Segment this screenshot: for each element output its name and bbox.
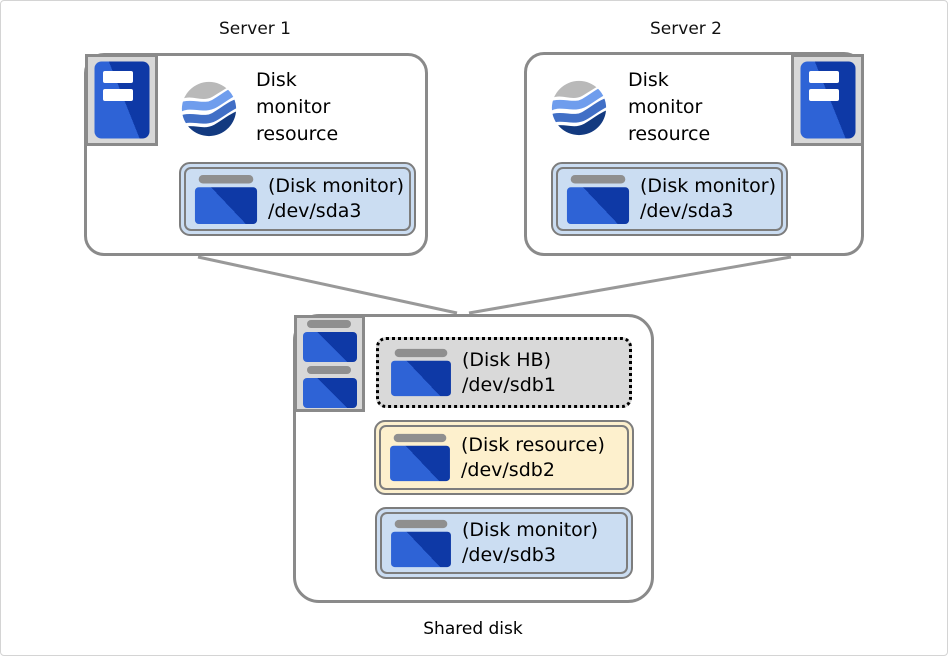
disk-partition-icon <box>391 348 451 397</box>
server1-disk-monitor-text: (Disk monitor) /dev/sda3 <box>268 174 404 224</box>
server1-title: Server 1 <box>219 19 291 39</box>
disk-hb-text: (Disk HB) /dev/sdb1 <box>462 348 556 398</box>
server2-title: Server 2 <box>650 19 722 39</box>
device-path: /dev/sda3 <box>268 200 362 222</box>
disk-partition-icon <box>194 174 258 224</box>
resource-type: (Disk monitor) <box>462 519 599 541</box>
resource-type: (Disk HB) <box>462 348 551 371</box>
resource-type: (Disk monitor) <box>268 175 405 197</box>
device-path: /dev/sda3 <box>640 200 734 222</box>
server1-disk-monitor-box: (Disk monitor) /dev/sda3 <box>179 162 416 236</box>
shared-disk-icon <box>302 319 357 408</box>
resource-type: (Disk resource) <box>461 433 605 456</box>
disk-resource-box: (Disk resource) /dev/sdb2 <box>374 420 634 495</box>
disk-resource-text: (Disk resource) /dev/sdb2 <box>461 433 605 483</box>
shared-disk-label: Shared disk <box>423 619 523 639</box>
server1-tower-container <box>85 54 158 146</box>
device-path: /dev/sdb1 <box>462 373 556 396</box>
server2-tower-container <box>791 54 864 146</box>
disk-hb-box: (Disk HB) /dev/sdb1 <box>376 337 632 408</box>
server-tower-icon <box>800 61 855 139</box>
disk-monitor-resource-icon <box>181 81 237 141</box>
resource-type: (Disk monitor) <box>640 175 777 197</box>
shared-disk-monitor-box: (Disk monitor) /dev/sdb3 <box>375 507 633 579</box>
server2-disk-monitor-text: (Disk monitor) /dev/sda3 <box>640 174 776 224</box>
server2-resource-label: Disk monitor resource <box>628 69 711 145</box>
disk-monitor-resource-icon <box>551 80 607 140</box>
disk-partition-icon <box>391 519 451 567</box>
server2-disk-monitor-box: (Disk monitor) /dev/sda3 <box>551 162 788 236</box>
shared-disk-icon-container <box>294 315 365 412</box>
device-path: /dev/sdb2 <box>461 458 555 481</box>
disk-partition-icon <box>566 174 630 224</box>
device-path: /dev/sdb3 <box>462 544 556 566</box>
server-tower-icon <box>94 61 149 139</box>
server1-resource-label: Disk monitor resource <box>256 69 339 145</box>
disk-partition-icon <box>390 433 450 482</box>
shared-disk-monitor-text: (Disk monitor) /dev/sdb3 <box>462 518 598 568</box>
